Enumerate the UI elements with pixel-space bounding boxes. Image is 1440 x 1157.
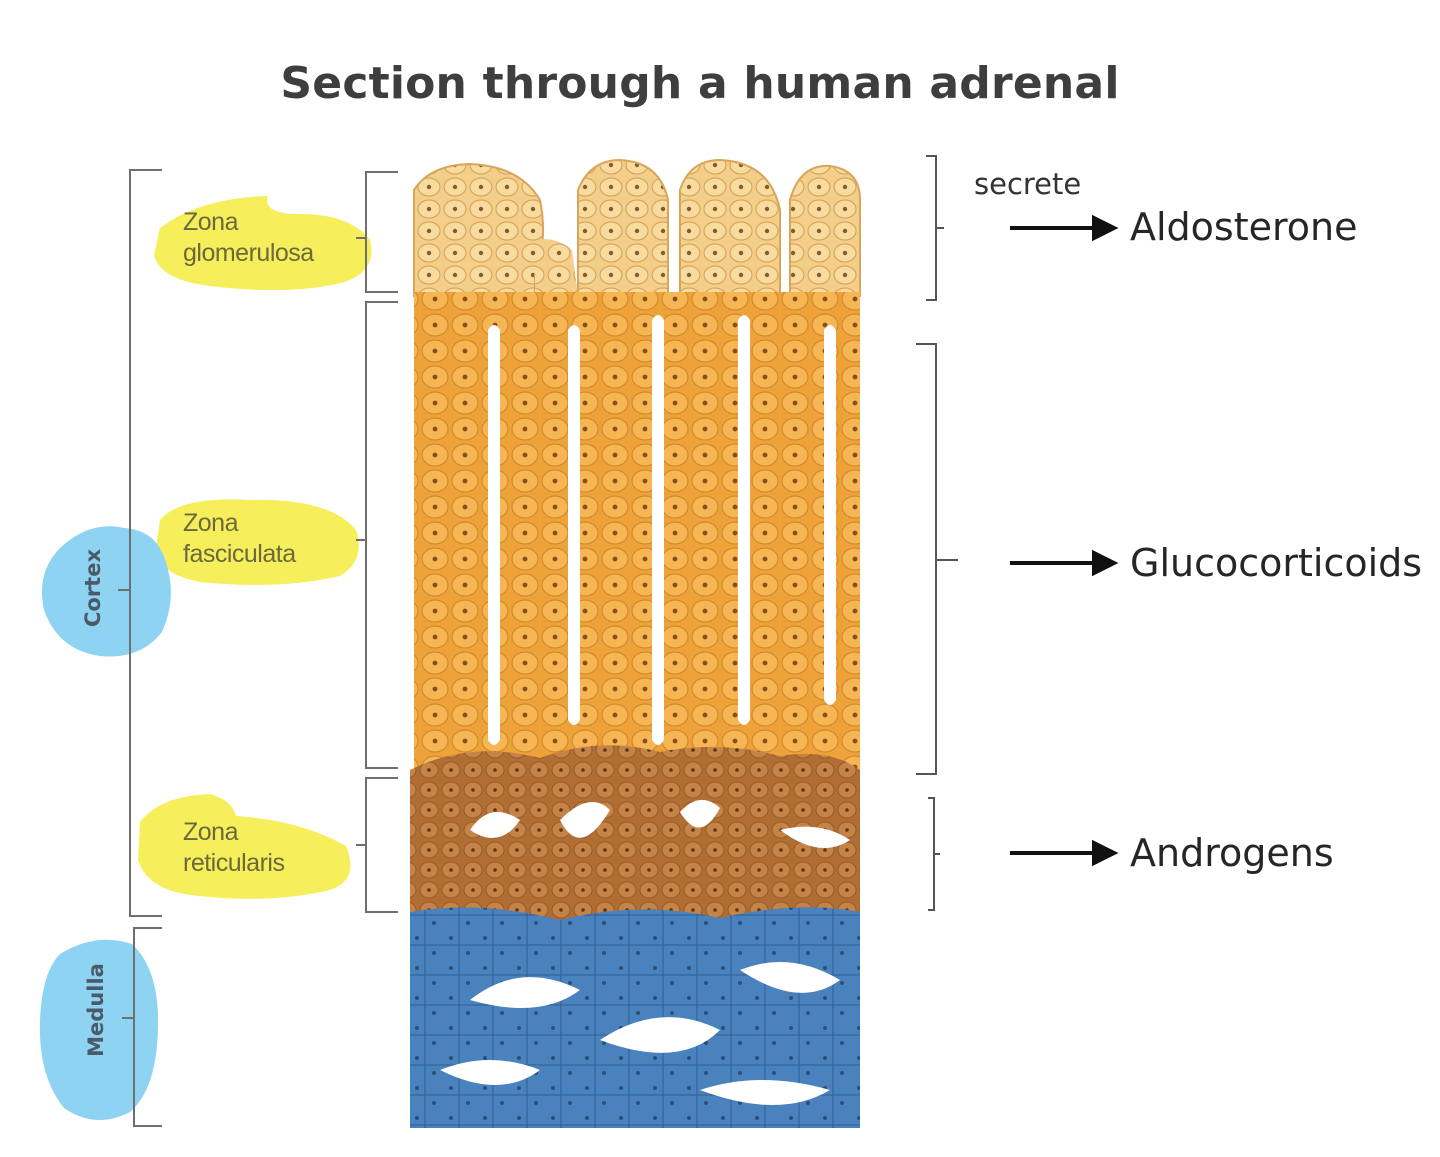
bracket-fasciculata — [356, 301, 398, 769]
tissue-fasciculata — [414, 292, 860, 780]
bracket-cortex — [118, 169, 162, 917]
hormone-aldosterone: Aldosterone — [1130, 205, 1358, 249]
label-zona-reticularis: Zona reticularis — [183, 818, 285, 877]
hormone-glucocorticoids: Glucocorticoids — [1130, 541, 1423, 585]
tissue-glomerulosa — [413, 158, 861, 297]
bracket-glomerulosa — [356, 171, 398, 293]
highlight-glomerulosa — [154, 196, 372, 291]
highlight-medulla — [39, 939, 159, 1121]
label-zona-fasciculata: Zona fasciculata — [183, 509, 296, 568]
label-secrete: secrete — [974, 167, 1082, 201]
hormone-androgens: Androgens — [1130, 831, 1334, 875]
label-medulla: Medulla — [84, 963, 108, 1057]
label-zona-glomerulosa: Zona glomerulosa — [183, 208, 314, 267]
bracket-reticularis — [356, 777, 398, 913]
highlight-fasciculata — [156, 499, 359, 585]
label-cortex: Cortex — [81, 548, 105, 628]
highlight-reticularis — [138, 794, 351, 899]
brace-androgens — [928, 797, 940, 911]
tissue-medulla — [410, 907, 860, 1128]
bracket-medulla — [122, 927, 162, 1127]
brace-aldosterone — [926, 155, 944, 301]
tissue-reticularis — [410, 745, 860, 920]
highlight-cortex — [42, 526, 171, 657]
diagram-title: Section through a human adrenal — [280, 58, 1120, 109]
brace-glucocorticoids — [916, 343, 958, 775]
